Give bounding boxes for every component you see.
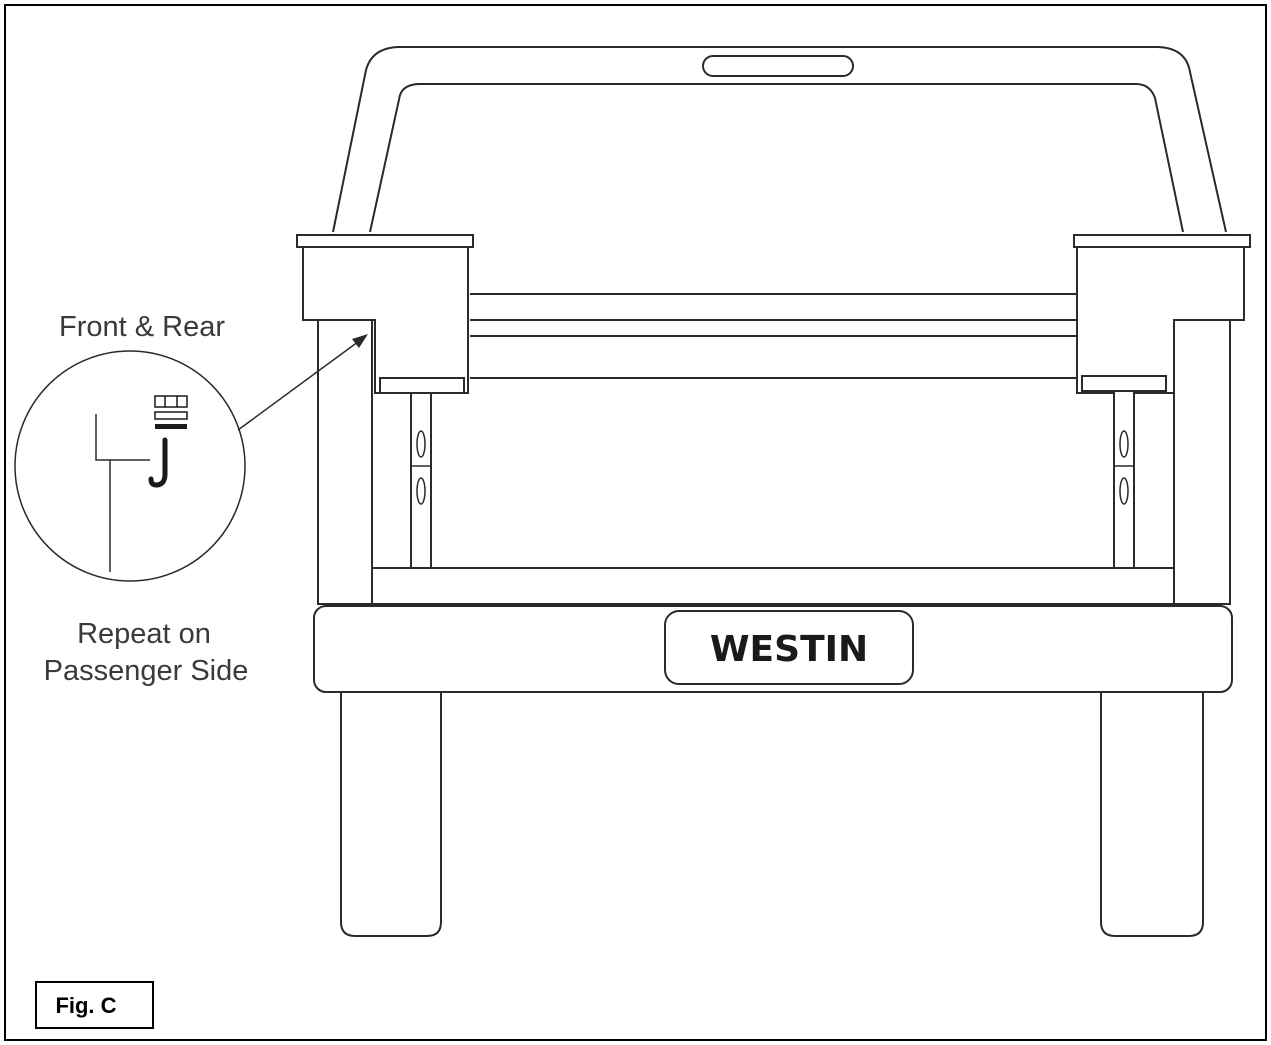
brand-text: WESTIN — [710, 629, 868, 670]
brake-light — [702, 55, 854, 77]
left-tire — [340, 691, 442, 937]
nut-washer-icon — [154, 395, 188, 429]
cab-outline — [332, 46, 1227, 233]
leader-arrow — [237, 334, 368, 431]
right-tire — [1100, 691, 1204, 937]
repeat-label-line1: Repeat on — [77, 618, 211, 650]
figure-label: Fig. C — [55, 993, 116, 1018]
rack-rails — [470, 293, 1077, 379]
brand-plate — [664, 610, 914, 685]
front-rear-label: Front & Rear — [59, 311, 225, 343]
right-tower-bracket — [1073, 234, 1251, 569]
figure-frame — [4, 4, 1267, 1041]
figure-label-box — [35, 981, 154, 1029]
repeat-label-line2: Passenger Side — [44, 655, 249, 687]
left-tower-bracket — [296, 234, 474, 569]
detail-callout — [14, 350, 246, 582]
truck-bed — [317, 319, 1231, 605]
detail-circle — [14, 350, 246, 582]
j-hook — [148, 437, 168, 488]
